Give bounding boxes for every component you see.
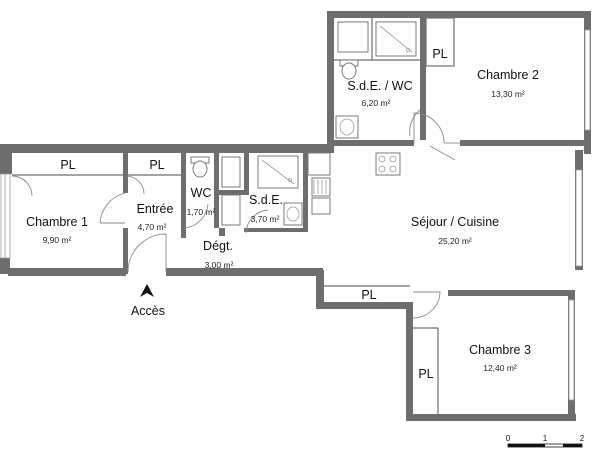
interior-walls — [12, 18, 584, 414]
scale-tick-0: 0 — [506, 434, 511, 443]
room-labels: Chambre 2 13,30 m² S.d.E. / WC 6,20 m² C… — [26, 68, 539, 373]
room-name-entree: Entrée — [137, 202, 174, 216]
scale-tick-1: 1 — [543, 434, 548, 443]
room-area-wc: 1,70 m² — [187, 207, 216, 217]
room-name-degagement: Dégt. — [203, 239, 233, 253]
room-name-chambre-3: Chambre 3 — [469, 343, 531, 357]
closet-label-chambre-1: PL — [60, 158, 75, 172]
entrance-marker: Accès — [131, 284, 165, 318]
fixtures — [190, 21, 417, 226]
room-area-entree: 4,70 m² — [138, 222, 167, 232]
scale-bar: 0 1 2 — [506, 434, 585, 448]
room-area-sde-wc: 6,20 m² — [362, 98, 391, 108]
room-name-wc: WC — [191, 186, 212, 200]
kitchen-counter — [307, 152, 331, 215]
closet-outline-chambre2 — [425, 17, 455, 67]
room-name-chambre-1: Chambre 1 — [26, 215, 88, 229]
room-area-chambre-2: 13,30 m² — [491, 89, 525, 99]
windows — [0, 29, 591, 401]
shower-icon — [375, 21, 417, 57]
doors — [11, 109, 460, 319]
room-area-sejour-cuisine: 25,20 m² — [438, 236, 472, 246]
closet-labels: PL PL PL PL PL — [60, 47, 447, 381]
room-area-degagement: 3,00 m² — [205, 260, 234, 270]
cabinet-icon — [337, 21, 369, 53]
scale-tick-2: 2 — [580, 434, 585, 443]
cooktop-icon — [375, 152, 401, 176]
closet-label-sejour: PL — [361, 288, 376, 302]
toilet-icon — [339, 59, 359, 80]
room-name-sde: S.d.E. — [249, 193, 283, 207]
room-name-sejour-cuisine: Séjour / Cuisine — [411, 215, 499, 229]
room-name-chambre-2: Chambre 2 — [477, 68, 539, 82]
room-area-sde: 3,70 m² — [251, 214, 280, 224]
room-area-chambre-3: 12,40 m² — [483, 363, 517, 373]
entrance-arrow-icon — [140, 284, 154, 297]
closet-label-chambre-2: PL — [432, 47, 447, 61]
toilet-icon — [190, 156, 210, 178]
sink-icon — [283, 202, 303, 226]
cabinet-icon — [221, 156, 241, 188]
entrance-label: Accès — [131, 304, 165, 318]
room-name-sde-wc: S.d.E. / WC — [347, 79, 412, 93]
closet-label-chambre-3: PL — [418, 367, 433, 381]
closet-label-entree: PL — [149, 158, 164, 172]
cabinet-icon — [221, 194, 241, 226]
shower-icon — [257, 155, 299, 189]
room-area-chambre-1: 9,90 m² — [43, 235, 72, 245]
sink-icon — [335, 115, 359, 139]
